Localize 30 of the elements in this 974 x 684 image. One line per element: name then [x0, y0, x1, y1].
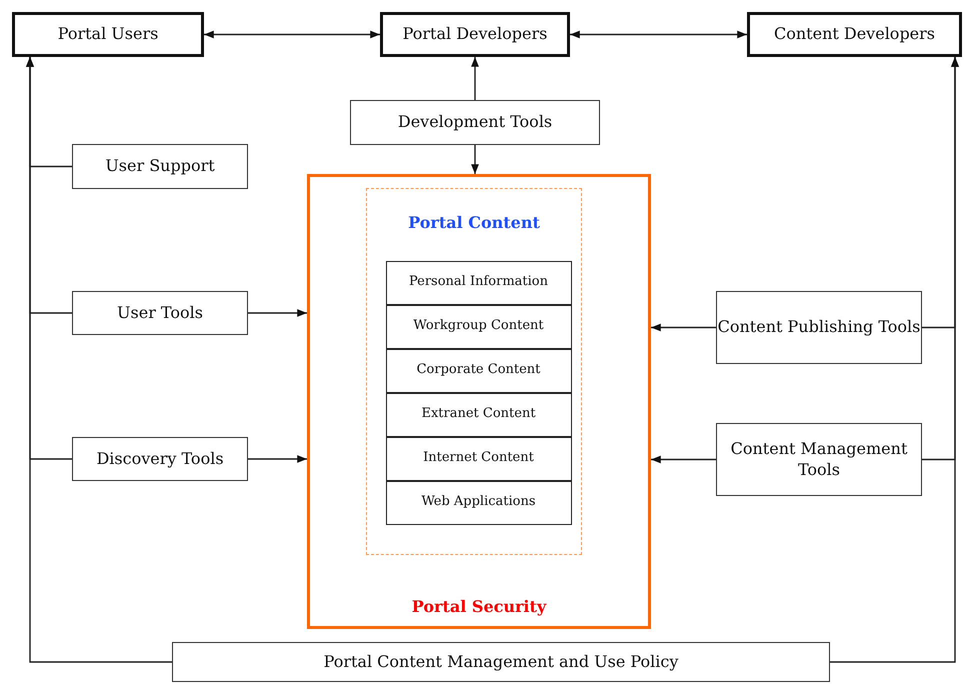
security-frame: [307, 174, 651, 629]
dashed-group-box: [366, 188, 582, 555]
arrow: [830, 57, 959, 663]
process-box: Portal Users: [12, 12, 204, 57]
arrow: [651, 324, 716, 332]
process-box: Content Developers: [747, 12, 962, 57]
arrow: [471, 145, 479, 174]
content-row: Corporate Content: [386, 348, 572, 392]
content-row: Extranet Content: [386, 392, 572, 436]
content-row: Web Applications: [386, 480, 572, 524]
content-row: Personal Information: [386, 260, 572, 304]
process-box: Discovery Tools: [72, 437, 248, 481]
process-box: Content Publishing Tools: [716, 291, 922, 364]
arrow: [248, 455, 307, 463]
arrow: [204, 30, 380, 38]
arrow: [570, 30, 747, 38]
arrow: [248, 309, 307, 317]
arrow: [651, 456, 716, 464]
content-row: Workgroup Content: [386, 304, 572, 348]
process-box: User Support: [72, 144, 248, 189]
process-box: Content Management Tools: [716, 423, 922, 496]
group-title: Portal Security: [410, 597, 548, 618]
arrow: [26, 57, 172, 663]
process-box: Development Tools: [350, 100, 600, 145]
group-title: Portal Content: [407, 213, 541, 234]
content-row: Internet Content: [386, 436, 572, 480]
arrow: [471, 57, 479, 100]
process-box: Portal Developers: [380, 12, 570, 57]
process-box: Portal Content Management and Use Policy: [172, 642, 830, 682]
process-box: User Tools: [72, 291, 248, 335]
